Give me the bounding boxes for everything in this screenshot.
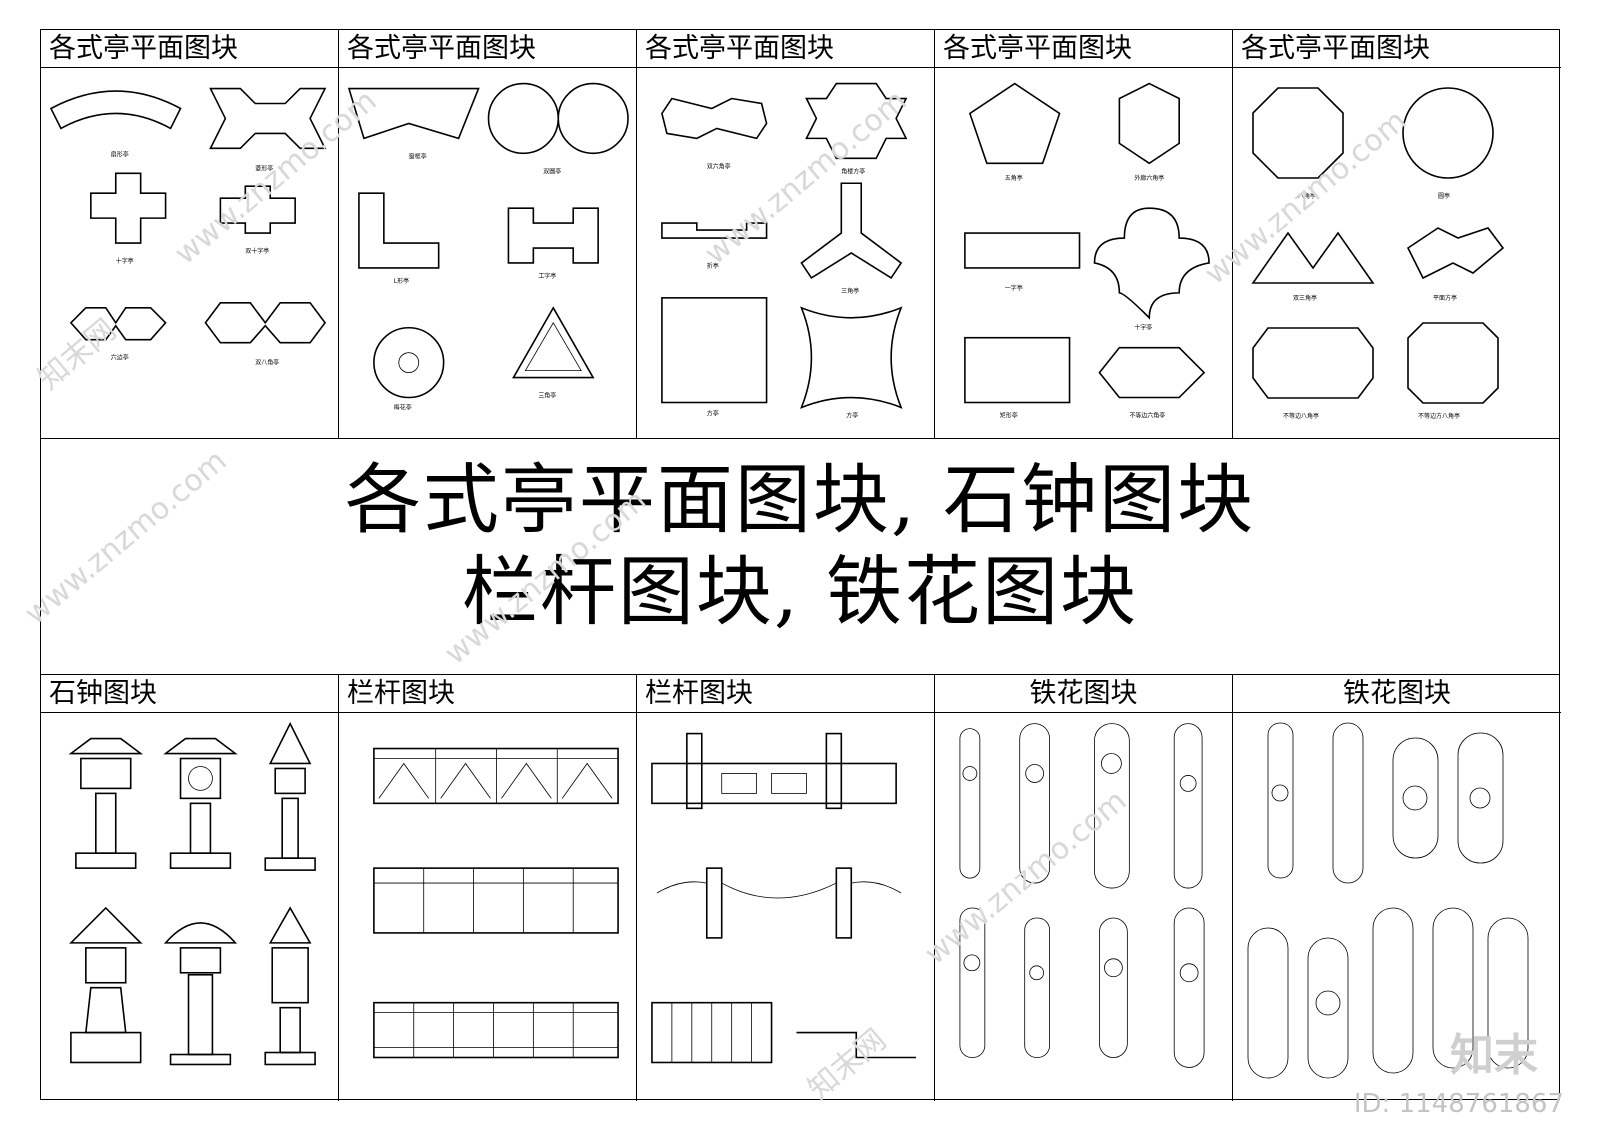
svg-text:L形亭: L形亭 bbox=[394, 277, 409, 285]
svg-text:菱形亭: 菱形亭 bbox=[255, 164, 273, 172]
svg-text:工字亭: 工字亭 bbox=[538, 272, 556, 280]
railing-drawings-1 bbox=[339, 713, 636, 1101]
svg-text:平面方亭: 平面方亭 bbox=[1433, 294, 1457, 302]
panel-title: 各式亭平面图块 bbox=[339, 30, 636, 68]
stone-lantern-panel: 石钟图块 bbox=[41, 675, 339, 1101]
svg-text:折亭: 折亭 bbox=[707, 262, 719, 270]
svg-text:一字亭: 一字亭 bbox=[1005, 284, 1023, 292]
svg-text:十字亭: 十字亭 bbox=[1134, 324, 1152, 332]
iron-flower-panel-2: 铁花图块 bbox=[1233, 675, 1561, 1101]
image-id-label: ID: 1148761867 bbox=[1353, 1089, 1564, 1119]
panel-title: 铁花图块 bbox=[1233, 675, 1561, 713]
svg-text:不等边八角亭: 不等边八角亭 bbox=[1283, 412, 1319, 420]
drawing-sheet: 各式亭平面图块 扇形亭 菱形亭 十字亭 双十字亭 六边亭 双八角亭 各式亭平面图… bbox=[40, 29, 1561, 1101]
svg-text:五角亭: 五角亭 bbox=[1005, 174, 1023, 182]
lantern-5 bbox=[163, 922, 238, 1066]
watermark-logo: 知末 bbox=[1450, 1030, 1538, 1081]
svg-text:双八角亭: 双八角亭 bbox=[255, 359, 279, 367]
svg-text:方亭: 方亭 bbox=[707, 409, 719, 417]
lantern-2 bbox=[163, 737, 238, 869]
svg-text:双六角亭: 双六角亭 bbox=[707, 162, 731, 170]
svg-text:三角亭: 三角亭 bbox=[538, 392, 556, 400]
svg-text:双三角亭: 双三角亭 bbox=[1293, 294, 1317, 302]
svg-text:角楼方亭: 角楼方亭 bbox=[841, 167, 865, 175]
lantern-4 bbox=[68, 906, 143, 1064]
pavilion-panel-4: 各式亭平面图块 五角亭 外廊六角亭 一字亭 十字亭 矩形亭 不等边六角亭 bbox=[935, 30, 1233, 438]
pavilion-plans-2: 窗框亭 双圆亭 L形亭 工字亭 梅花亭 三角亭 bbox=[339, 68, 636, 438]
lantern-3 bbox=[264, 721, 316, 871]
svg-text:十字亭: 十字亭 bbox=[116, 257, 134, 265]
pavilion-plans-3: 双六角亭 角楼方亭 折亭 三角亭 方亭 方亭 bbox=[637, 68, 934, 438]
svg-text:梅花亭: 梅花亭 bbox=[394, 403, 412, 411]
panel-title: 栏杆图块 bbox=[637, 675, 934, 713]
svg-text:圆亭: 圆亭 bbox=[1438, 192, 1450, 200]
pavilion-panel-5: 各式亭平面图块 八角亭 圆亭 双三角亭 平面方亭 不等边八角亭 不等边方八角亭 bbox=[1233, 30, 1561, 438]
main-title-banner: 各式亭平面图块, 石钟图块 栏杆图块, 铁花图块 bbox=[41, 438, 1559, 675]
svg-text:双圆亭: 双圆亭 bbox=[543, 167, 561, 175]
iron-flower-panel-1: 铁花图块 bbox=[935, 675, 1233, 1101]
svg-text:双十字亭: 双十字亭 bbox=[245, 247, 269, 255]
panel-title: 各式亭平面图块 bbox=[935, 30, 1232, 68]
panel-title: 各式亭平面图块 bbox=[1233, 30, 1561, 68]
stone-lantern-drawings bbox=[41, 713, 338, 1101]
svg-text:八角亭: 八角亭 bbox=[1298, 192, 1316, 200]
panel-title: 各式亭平面图块 bbox=[637, 30, 934, 68]
pavilion-panel-2: 各式亭平面图块 窗框亭 双圆亭 L形亭 工字亭 梅花亭 三角亭 bbox=[339, 30, 637, 438]
svg-text:外廊六角亭: 外廊六角亭 bbox=[1134, 174, 1164, 182]
main-title-line-1: 各式亭平面图块, 石钟图块 bbox=[344, 455, 1256, 544]
railing-drawings-2 bbox=[637, 713, 934, 1101]
svg-text:扇形亭: 扇形亭 bbox=[111, 150, 129, 158]
iron-flower-drawings-2 bbox=[1233, 713, 1561, 1101]
railing-panel-2: 栏杆图块 bbox=[637, 675, 935, 1101]
svg-text:窗框亭: 窗框亭 bbox=[409, 152, 427, 160]
svg-text:三角亭: 三角亭 bbox=[841, 287, 859, 295]
pavilion-panel-1: 各式亭平面图块 扇形亭 菱形亭 十字亭 双十字亭 六边亭 双八角亭 bbox=[41, 30, 339, 438]
svg-text:矩形亭: 矩形亭 bbox=[1000, 411, 1018, 419]
panel-title: 各式亭平面图块 bbox=[41, 30, 338, 68]
panel-title: 石钟图块 bbox=[41, 675, 338, 713]
main-title-line-2: 栏杆图块, 铁花图块 bbox=[461, 547, 1139, 636]
panel-title: 栏杆图块 bbox=[339, 675, 636, 713]
svg-text:不等边方八角亭: 不等边方八角亭 bbox=[1418, 412, 1460, 420]
pavilion-panel-3: 各式亭平面图块 双六角亭 角楼方亭 折亭 三角亭 方亭 方亭 bbox=[637, 30, 935, 438]
svg-text:不等边六角亭: 不等边六角亭 bbox=[1129, 411, 1165, 419]
lantern-1 bbox=[68, 737, 144, 869]
panel-title: 铁花图块 bbox=[935, 675, 1232, 713]
pavilion-plans-5: 八角亭 圆亭 双三角亭 平面方亭 不等边八角亭 不等边方八角亭 bbox=[1233, 68, 1561, 438]
lantern-6 bbox=[264, 906, 316, 1066]
svg-text:方亭: 方亭 bbox=[846, 411, 858, 419]
iron-flower-drawings-1 bbox=[935, 713, 1232, 1101]
pavilion-plans-1: 扇形亭 菱形亭 十字亭 双十字亭 六边亭 双八角亭 bbox=[41, 68, 338, 438]
pavilion-plans-4: 五角亭 外廊六角亭 一字亭 十字亭 矩形亭 不等边六角亭 bbox=[935, 68, 1232, 438]
railing-panel-1: 栏杆图块 bbox=[339, 675, 637, 1101]
svg-text:六边亭: 六边亭 bbox=[111, 354, 129, 362]
